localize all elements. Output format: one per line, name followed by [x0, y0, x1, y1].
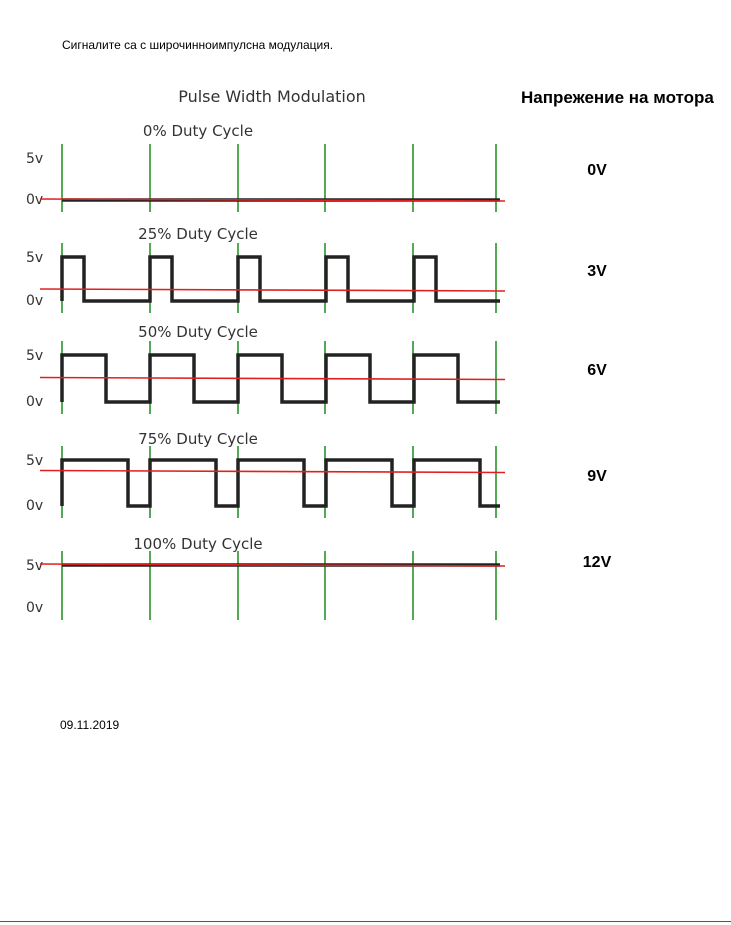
- chart-title: Pulse Width Modulation: [178, 87, 366, 106]
- motor-voltage-4: 12V: [582, 554, 612, 571]
- motor-voltage-2: 6V: [587, 362, 607, 379]
- average-line-4: [39, 563, 506, 567]
- signal-wave-1: [60, 255, 500, 303]
- average-line-2: [39, 376, 506, 381]
- panel-title-3: 75% Duty Cycle: [138, 430, 258, 448]
- y-label-0v-1: 0v: [26, 293, 43, 309]
- pwm-diagram: Pulse Width Modulation 0% Duty Cycle 5v 0v…: [26, 87, 506, 620]
- y-label-0v-2: 0v: [26, 394, 43, 410]
- average-line-1: [39, 288, 506, 292]
- panel-title-2: 50% Duty Cycle: [138, 323, 258, 341]
- average-line-3: [39, 469, 506, 474]
- y-label-5v-0: 5v: [26, 151, 43, 167]
- signal-wave-2: [60, 353, 500, 404]
- motor-voltage-3: 9V: [587, 468, 607, 485]
- y-label-0v-3: 0v: [26, 498, 43, 514]
- panel-title-0: 0% Duty Cycle: [143, 122, 253, 140]
- y-label-0v-0: 0v: [26, 192, 43, 208]
- motor-voltage-1: 3V: [587, 263, 607, 280]
- y-label-0v-4: 0v: [26, 600, 43, 616]
- y-label-5v-1: 5v: [26, 250, 43, 266]
- page-bottom-rule: [0, 921, 731, 922]
- y-label-5v-3: 5v: [26, 453, 43, 469]
- document-date: 09.11.2019: [60, 718, 120, 732]
- motor-voltage-title: Напрежение на мотора: [521, 88, 714, 107]
- intro-text: Сигналите са с широчинноимпулсна модулац…: [62, 38, 334, 52]
- signal-wave-3: [60, 458, 500, 508]
- y-label-5v-2: 5v: [26, 348, 43, 364]
- panel-title-1: 25% Duty Cycle: [138, 225, 258, 243]
- y-label-5v-4: 5v: [26, 558, 43, 574]
- panel-title-4: 100% Duty Cycle: [133, 535, 262, 553]
- motor-voltage-0: 0V: [587, 162, 607, 179]
- average-line-0: [39, 198, 506, 202]
